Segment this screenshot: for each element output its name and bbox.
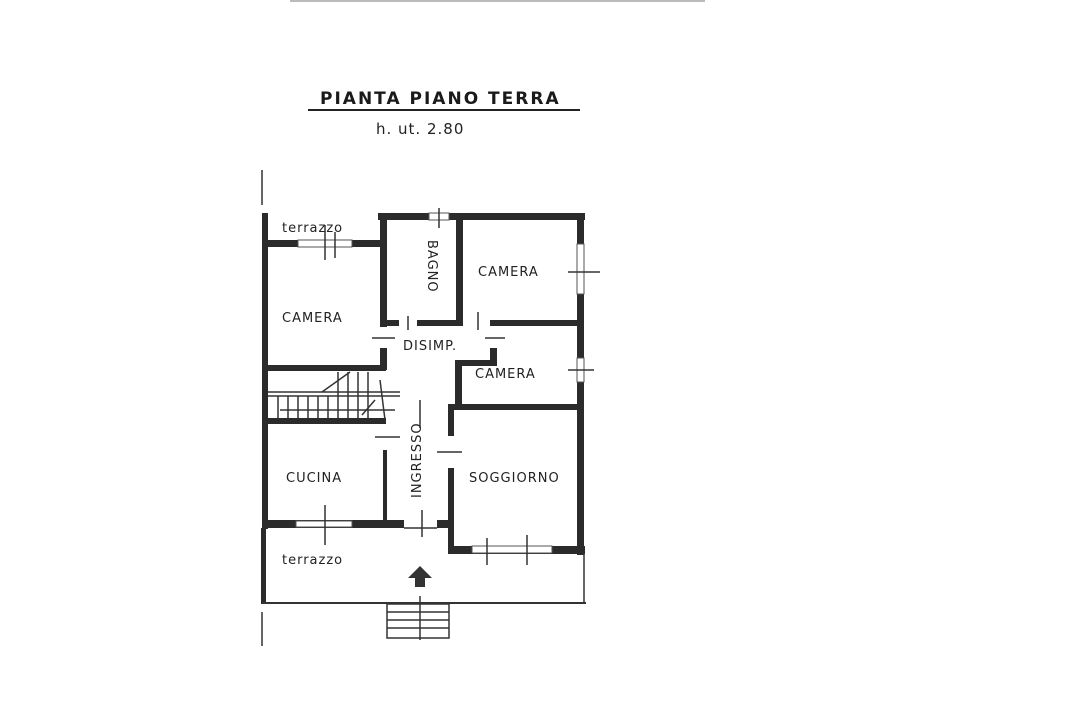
entrance-arrow-icon bbox=[408, 566, 432, 587]
height-note: h. ut. 2.80 bbox=[376, 120, 464, 138]
label-cucina: CUCINA bbox=[286, 471, 342, 486]
entrance-steps bbox=[386, 596, 450, 640]
label-terrazzo-bottom: terrazzo bbox=[282, 553, 343, 568]
room-labels: terrazzo CAMERA BAGNO CAMERA DISIMP. CAM… bbox=[282, 221, 560, 568]
walls bbox=[261, 208, 600, 604]
plan-title: PIANTA PIANO TERRA bbox=[320, 89, 561, 109]
label-terrazzo-top: terrazzo bbox=[282, 221, 343, 236]
label-camera-left: CAMERA bbox=[282, 311, 343, 326]
label-camera-mid-right: CAMERA bbox=[475, 367, 536, 382]
label-camera-top-right: CAMERA bbox=[478, 265, 539, 280]
header: PIANTA PIANO TERRA h. ut. 2.80 bbox=[290, 0, 705, 138]
label-soggiorno: SOGGIORNO bbox=[469, 471, 560, 486]
label-bagno: BAGNO bbox=[424, 240, 439, 293]
label-ingresso: INGRESSO bbox=[410, 422, 425, 498]
label-disimpegno: DISIMP. bbox=[403, 339, 457, 354]
staircase bbox=[262, 371, 400, 424]
